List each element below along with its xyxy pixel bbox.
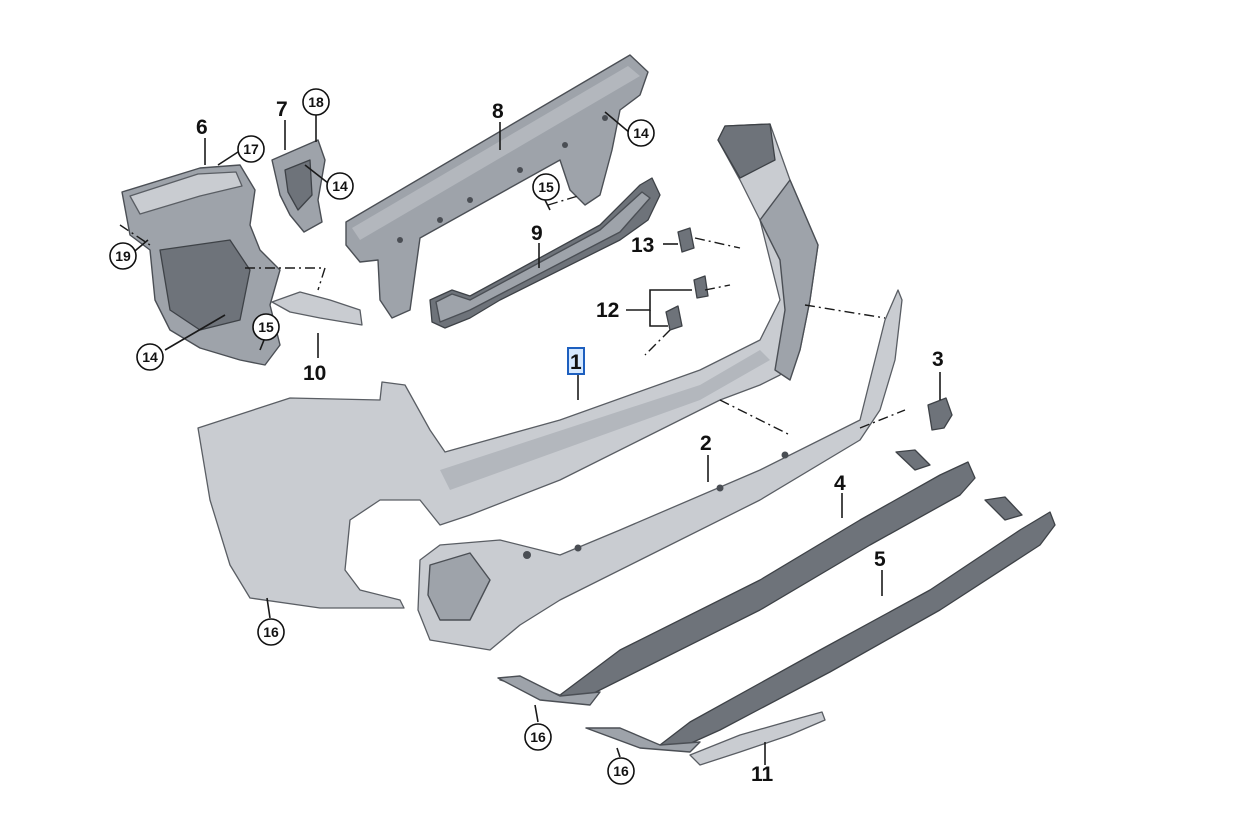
callout-15-left: 15: [252, 313, 280, 341]
callout-16-cover: 16: [257, 618, 285, 646]
callout-17: 17: [237, 135, 265, 163]
part-1-bumper-cover[interactable]: [197, 123, 819, 609]
callout-18: 18: [302, 88, 330, 116]
callout-8: 8: [492, 100, 504, 123]
svg-text:14: 14: [332, 178, 348, 194]
part-5-diffuser[interactable]: [585, 496, 1056, 753]
part-3-cap[interactable]: [927, 397, 953, 431]
svg-text:14: 14: [633, 125, 649, 141]
callout-15-center: 15: [532, 173, 560, 201]
callout-4: 4: [834, 472, 846, 495]
svg-text:17: 17: [243, 141, 259, 157]
callout-14-top-right: 14: [627, 119, 655, 147]
svg-text:15: 15: [538, 179, 554, 195]
part-6-left-bracket[interactable]: [121, 164, 281, 366]
part-11-strip[interactable]: [689, 711, 826, 766]
part-8-carrier[interactable]: [345, 54, 649, 319]
callout-7: 7: [276, 98, 288, 121]
callout-11: 11: [751, 763, 774, 786]
part-13-clip[interactable]: [677, 227, 695, 253]
callout-16-diffuser-5: 16: [607, 757, 635, 785]
callout-12: 12: [596, 299, 619, 322]
installation-lines: [119, 195, 906, 436]
callout-13: 13: [631, 234, 654, 257]
callout-16-diffuser-4: 16: [524, 723, 552, 751]
part-12-clips[interactable]: [665, 275, 709, 331]
svg-text:16: 16: [263, 624, 279, 640]
callout-1: 1: [570, 351, 582, 374]
svg-text:19: 19: [115, 248, 131, 264]
callout-10: 10: [303, 362, 326, 385]
svg-text:16: 16: [613, 763, 629, 779]
callout-labels: 1 2 3 4 5 6 7 8 9 10 11 12 13: [196, 98, 944, 786]
callout-14-bracket-7: 14: [326, 172, 354, 200]
svg-text:18: 18: [308, 94, 324, 110]
circled-callouts: 14 14 14 15 15 16 16 16: [109, 88, 655, 785]
callout-2: 2: [700, 432, 712, 455]
svg-text:16: 16: [530, 729, 546, 745]
callout-3: 3: [932, 348, 944, 371]
callout-6: 6: [196, 116, 208, 139]
callout-5: 5: [874, 548, 886, 571]
callout-19: 19: [109, 242, 137, 270]
callout-14-bracket-6: 14: [136, 343, 164, 371]
part-7-small-bracket[interactable]: [271, 139, 326, 233]
part-10-trim[interactable]: [271, 291, 363, 326]
callout-9: 9: [531, 222, 543, 245]
part-9-cross-member[interactable]: [429, 177, 661, 329]
svg-text:15: 15: [258, 319, 274, 335]
highlight-box-1: [567, 347, 585, 375]
part-4-diffuser[interactable]: [497, 449, 976, 706]
part-2-lower-panel[interactable]: [417, 289, 903, 651]
svg-text:14: 14: [142, 349, 158, 365]
